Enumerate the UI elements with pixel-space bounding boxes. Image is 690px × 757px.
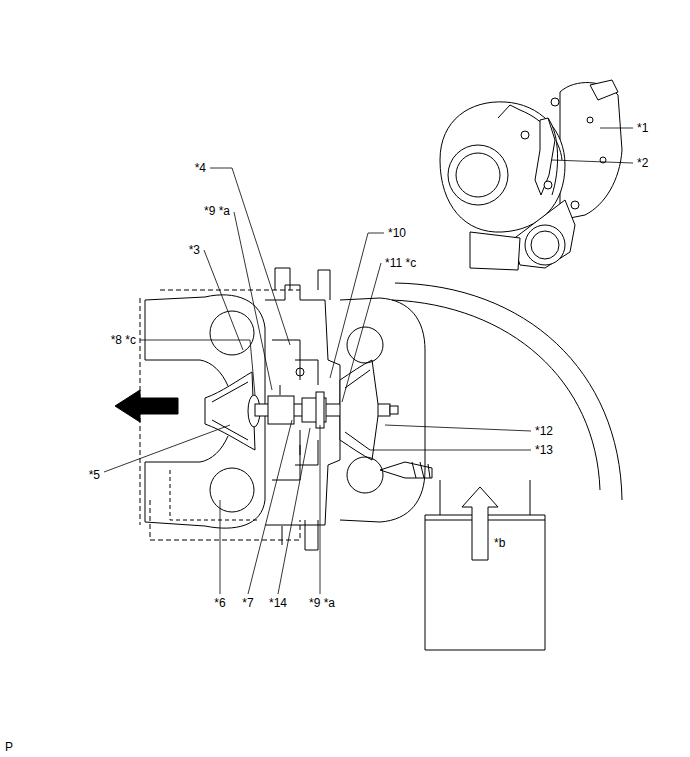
turbine-housing [340, 283, 622, 650]
callout-number: *9 *a [204, 204, 230, 218]
callout-number: *7 [242, 596, 253, 610]
leader-line [552, 160, 633, 163]
leader-line [370, 450, 531, 451]
perspective-turbocharger [531, 231, 559, 259]
center-housing [305, 520, 318, 550]
leader-line [234, 212, 272, 390]
perspective-turbocharger [551, 98, 559, 106]
perspective-turbocharger [470, 232, 520, 270]
shaft [316, 392, 324, 428]
leader-line [104, 425, 230, 472]
turbine-housing [392, 300, 600, 490]
leader-line [220, 500, 221, 594]
compressor-wheel [205, 372, 260, 450]
turbine-housing [412, 462, 430, 478]
turbine-housing [340, 298, 425, 522]
leader-line [320, 425, 321, 594]
perspective-turbocharger [448, 145, 508, 205]
leader-line [210, 168, 290, 345]
center-housing [318, 270, 330, 300]
callout-number: *13 [535, 443, 553, 457]
callout-number: *8 *c [111, 333, 136, 347]
leader-line [248, 420, 292, 594]
leader-line [342, 263, 381, 402]
leader-line [104, 128, 633, 594]
perspective-turbocharger [440, 102, 565, 232]
turbine-wheel [340, 360, 378, 460]
flow-arrow [115, 390, 178, 422]
leader-line [278, 428, 310, 594]
turbine-wheel [345, 370, 370, 450]
callout-number: *b [494, 536, 505, 550]
callout-number: *1 [637, 121, 648, 135]
leader-line [204, 250, 243, 350]
callout-number: *4 [195, 161, 206, 175]
perspective-turbocharger [571, 201, 579, 209]
center-housing [296, 368, 304, 376]
perspective-turbocharger [590, 80, 618, 100]
callout-number: *3 [189, 243, 200, 257]
center-housing [275, 268, 290, 290]
callout-number: *11 *c [385, 256, 416, 270]
compressor-housing [145, 360, 228, 386]
leader-line [600, 128, 633, 129]
leader-line [140, 340, 255, 395]
turbine-wheel [340, 360, 378, 460]
flow-arrow [115, 390, 498, 560]
compressor-housing [170, 470, 260, 520]
callout-number: *2 [637, 156, 648, 170]
center-housing [282, 526, 283, 545]
compressor-wheel [212, 382, 248, 440]
leader-line [330, 233, 384, 378]
callout-number: *9 *a [309, 596, 335, 610]
turbine-housing [347, 457, 383, 493]
perspective-turbocharger [587, 117, 593, 123]
perspective-turbocharger [525, 225, 565, 265]
perspective-turbocharger [440, 80, 622, 270]
perspective-turbocharger [544, 181, 552, 189]
perspective-turbocharger [512, 200, 575, 268]
perspective-turbocharger [535, 118, 555, 195]
callout-number: *6 [214, 596, 225, 610]
compressor-housing [160, 290, 300, 291]
compressor-housing [145, 436, 228, 462]
perspective-turbocharger [498, 105, 520, 118]
page-mark: P [5, 740, 13, 754]
turbine-housing [380, 462, 432, 478]
flow-arrow [462, 487, 498, 560]
callout-number: *5 [89, 468, 100, 482]
callout-number: *12 [535, 424, 553, 438]
shaft [390, 406, 398, 414]
callout-number: *10 [388, 226, 406, 240]
perspective-turbocharger [456, 153, 500, 197]
shaft [268, 396, 294, 424]
callout-number: *14 [269, 596, 287, 610]
perspective-turbocharger [521, 131, 529, 139]
compressor-housing [210, 468, 254, 512]
turbine-housing [347, 327, 383, 363]
leader-line [385, 425, 531, 431]
perspective-turbocharger [560, 83, 622, 220]
compressor-housing [210, 311, 254, 355]
